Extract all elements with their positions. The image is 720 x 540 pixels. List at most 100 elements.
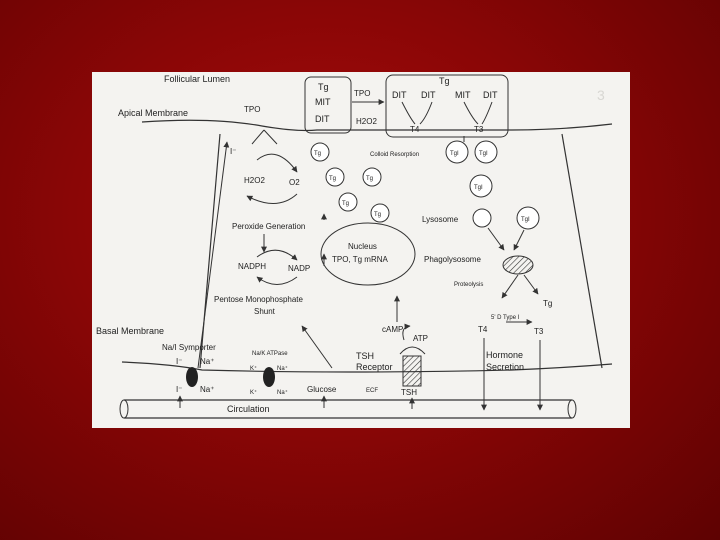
tgi-molecule <box>445 140 469 164</box>
nadph-cycle-top <box>256 249 298 261</box>
tpo-enzyme-shape <box>251 129 278 145</box>
t4-cell-label: T4 <box>478 325 488 334</box>
colloid-resorption-label: Colloid Resorption <box>370 152 419 158</box>
ecf-label: ECF <box>366 388 378 394</box>
tsh-receptor <box>402 355 422 387</box>
vessel-end-right <box>567 399 577 419</box>
basal-membrane <box>121 361 613 373</box>
tgi-molecule <box>469 174 493 198</box>
tg-molecule-label: Tg <box>314 151 321 157</box>
tg-molecule <box>370 203 390 223</box>
nucleus <box>320 222 416 286</box>
box-right-dit-1: DIT <box>392 90 407 100</box>
tpo-label: TPO <box>354 89 370 98</box>
peroxide-cycle-bottom <box>246 193 298 204</box>
peroxide-cycle-top <box>256 153 298 173</box>
o2-label: O2 <box>289 178 300 187</box>
circulation-vessel <box>124 399 572 419</box>
coupling-t4 <box>401 101 433 125</box>
nadph-label: NADPH <box>238 262 266 271</box>
iodide-basal-label: I⁻ <box>176 385 182 394</box>
iodide-transport-arrow <box>197 141 230 369</box>
svg-text:3: 3 <box>597 87 605 103</box>
iodide-apical-label: I⁻ <box>230 147 236 156</box>
tsh-receptor-label-2: Receptor <box>356 362 393 372</box>
lysosome <box>472 208 492 228</box>
peroxide-generation-label: Peroxide Generation <box>232 222 305 231</box>
box-right-dit-2: DIT <box>421 90 436 100</box>
nucleus-label-1: Nucleus <box>348 242 377 251</box>
box-right-tg: Tg <box>439 76 450 86</box>
tg-release-arrow <box>523 274 539 295</box>
symporter-iodide-label: I⁻ <box>176 357 182 366</box>
tg-molecule <box>338 192 358 212</box>
tg-molecule-label: Tg <box>329 176 336 182</box>
atpase-na-top: Na⁺ <box>277 365 288 372</box>
glucose-to-shunt-arrow <box>301 325 333 369</box>
basal-membrane-label-1: Basal Membrane <box>96 326 164 336</box>
follicular-lumen-label: Follicular Lumen <box>164 74 230 84</box>
cell-right-wall <box>561 133 603 369</box>
h2o2-apical-label: H2O2 <box>356 117 377 126</box>
box-right-dit-3: DIT <box>483 90 498 100</box>
na-basal-label: Na⁺ <box>200 385 214 394</box>
box-left-mit: MIT <box>315 97 331 107</box>
vessel-end-left <box>119 399 129 419</box>
coupling-t3 <box>463 101 493 125</box>
na-k-atpase <box>263 367 275 387</box>
na-i-symporter <box>186 367 198 387</box>
atpase-k-bottom: K⁺ <box>250 389 257 396</box>
tsh-label: TSH <box>401 388 417 397</box>
iodinated-thyroglobulin-box <box>385 74 509 138</box>
tgi-molecule-label: TgI <box>450 151 459 157</box>
hormone-secretion-label-1: Hormone <box>486 350 523 360</box>
proteolysis-label: Proteolysis <box>454 282 483 288</box>
na-k-atpase-label: Na/K ATPase <box>252 351 288 357</box>
tsh-receptor-cap <box>399 346 426 355</box>
lysosome-label: Lysosome <box>422 215 459 224</box>
h2o2-cell-label: H2O2 <box>244 176 265 185</box>
tgi-molecule-label: TgI <box>474 185 483 191</box>
tg-molecule <box>325 167 345 187</box>
lysosome-arrow <box>487 227 505 251</box>
tpo-apical-label: TPO <box>244 105 260 114</box>
t3-cell-label: T3 <box>534 327 544 336</box>
atp-to-camp-arrow <box>402 323 411 341</box>
camp-label: cAMP <box>382 325 403 334</box>
box-left-dit: DIT <box>315 114 330 124</box>
tg-molecule <box>362 167 382 187</box>
phagolysosome <box>502 255 534 275</box>
pentose-shunt-label-2: Shunt <box>254 307 276 316</box>
atp-label: ATP <box>413 334 428 343</box>
pentose-shunt-label-1: Pentose Monophosphate <box>214 295 304 304</box>
tg-molecule-label: Tg <box>366 176 373 182</box>
t3-apical-label: T3 <box>474 125 484 134</box>
tg-molecule-label: Tg <box>342 201 349 207</box>
box-right-mit: MIT <box>455 90 471 100</box>
apical-membrane-label: Apical Membrane <box>118 108 188 118</box>
tg-molecule-label: Tg <box>374 212 381 218</box>
thyroglobulin-box <box>304 76 352 134</box>
proteolysis-arrow <box>501 274 519 299</box>
phagolysosome-label: Phagolysosome <box>424 255 481 264</box>
box-left-tg: Tg <box>318 82 329 92</box>
tgi-molecule-label: TgI <box>479 151 488 157</box>
symporter-na-label: Na⁺ <box>200 357 214 366</box>
atpase-na-bottom: Na⁺ <box>277 389 288 396</box>
tg-out-label: Tg <box>543 299 552 308</box>
tgi-molecule <box>516 206 540 230</box>
atpase-k-top: K⁺ <box>250 365 257 372</box>
tgi-molecule-label: TgI <box>521 217 530 223</box>
nadp-label: NADP <box>288 264 310 273</box>
thyroid-follicle-diagram: 3 Follicular Lumen Apical Membrane TPO T… <box>92 72 630 428</box>
circulation-label: Circulation <box>227 404 270 414</box>
deiodinase-label: 5' D Type I <box>491 315 520 321</box>
tg-molecule <box>310 142 330 162</box>
t4-apical-label: T4 <box>410 125 420 134</box>
tgi-molecule <box>474 140 498 164</box>
nucleus-label-2: TPO, Tg mRNA <box>332 255 389 264</box>
tgi-to-phagolysosome-arrow <box>513 229 525 251</box>
hormone-secretion-label-2: Secretion <box>486 362 524 372</box>
na-i-symporter-label: Na/I Symporter <box>162 343 216 352</box>
apical-membrane <box>141 119 613 132</box>
